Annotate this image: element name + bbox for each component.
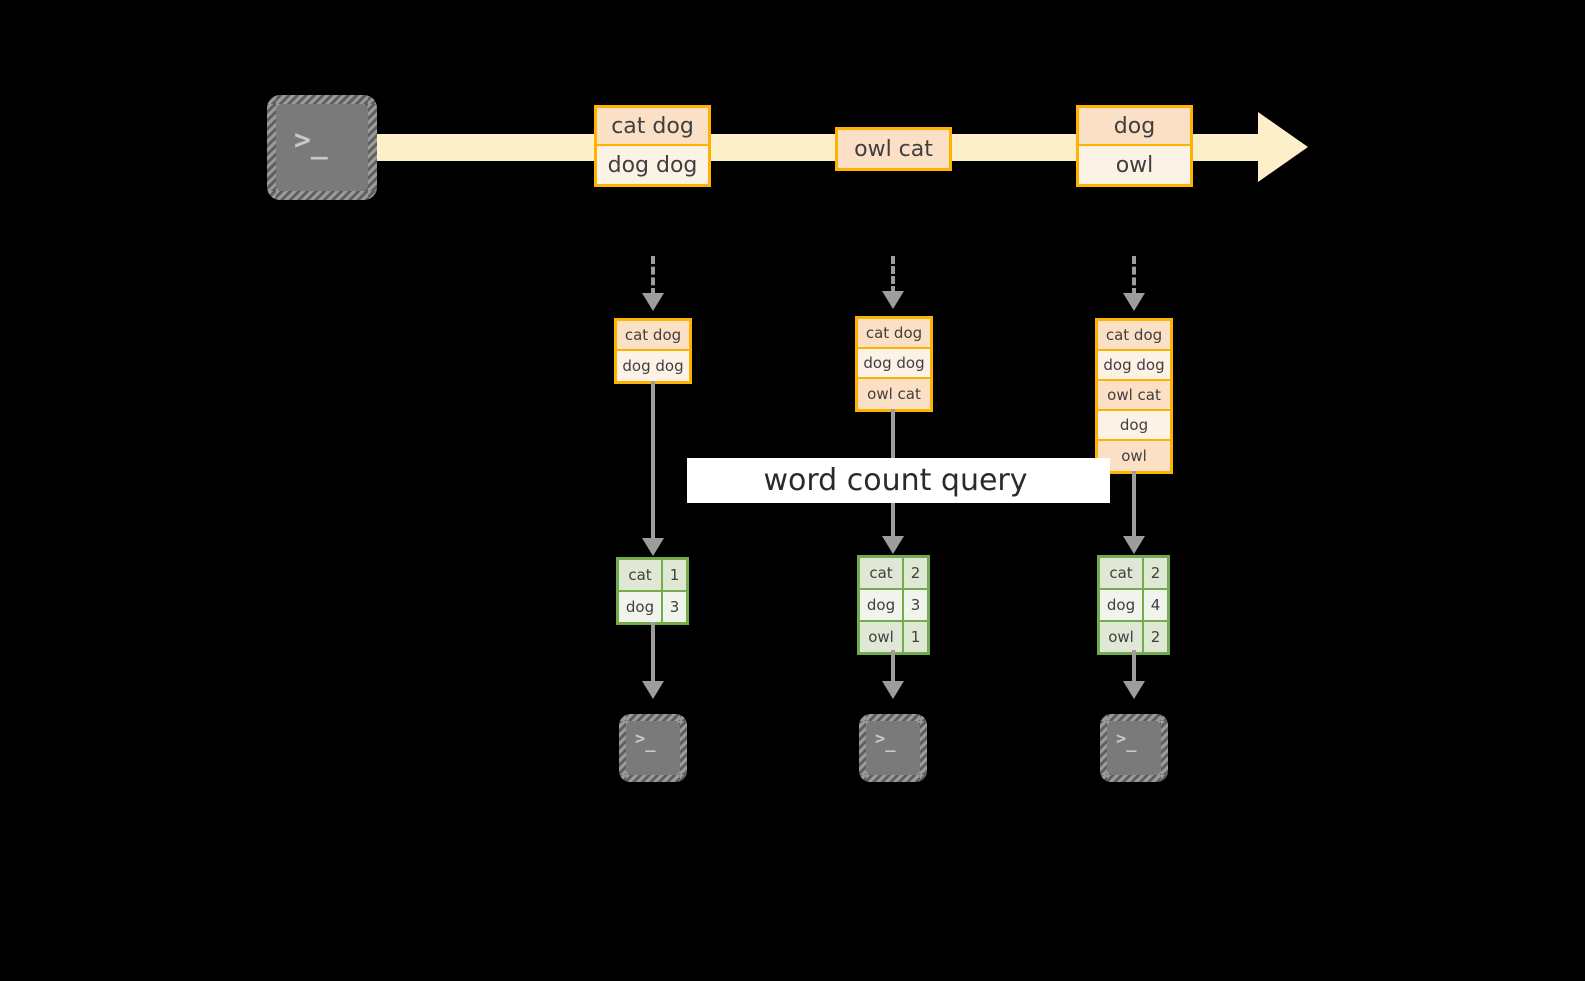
- count-cell: 4: [1144, 590, 1167, 620]
- table-row: cat 1: [619, 560, 686, 592]
- batch-line: cat dog: [858, 319, 930, 349]
- word-cell: dog: [619, 592, 663, 622]
- stream-record-1: cat dog dog dog: [594, 105, 711, 187]
- batch-line: owl cat: [858, 379, 930, 409]
- batch-box-1: cat dog dog dog: [614, 318, 692, 384]
- batch-box-2: cat dog dog dog owl cat: [855, 316, 933, 412]
- stream-record-line: owl cat: [838, 130, 949, 168]
- batch-line: dog dog: [617, 351, 689, 381]
- table-row: dog 3: [619, 592, 686, 622]
- word-cell: owl: [860, 622, 904, 652]
- stream-arrow-head-icon: [1258, 112, 1308, 182]
- dashed-connector-3: [1132, 256, 1136, 296]
- sink-connector-3: [1132, 650, 1136, 684]
- terminal-prompt-glyph: >_: [294, 123, 328, 160]
- word-cell: dog: [860, 590, 904, 620]
- query-label-text: word count query: [763, 463, 1028, 498]
- batch-line: owl: [1098, 441, 1170, 471]
- sink-arrow-head-3-icon: [1123, 681, 1145, 699]
- count-cell: 3: [904, 590, 927, 620]
- count-cell: 2: [1144, 558, 1167, 588]
- count-cell: 2: [904, 558, 927, 588]
- query-arrow-head-1-icon: [642, 538, 664, 556]
- batch-line: dog dog: [858, 349, 930, 379]
- count-table-1: cat 1 dog 3: [616, 557, 689, 625]
- sink-connector-1: [651, 622, 655, 684]
- count-cell: 1: [904, 622, 927, 652]
- table-row: cat 2: [860, 558, 927, 590]
- count-table-3: cat 2 dog 4 owl 2: [1097, 555, 1170, 655]
- batch-line: dog dog: [1098, 351, 1170, 381]
- table-row: owl 1: [860, 622, 927, 652]
- batch-box-3: cat dog dog dog owl cat dog owl: [1095, 318, 1173, 474]
- terminal-prompt-glyph: >_: [635, 729, 656, 753]
- terminal-screen: >_: [626, 721, 680, 775]
- word-cell: dog: [1100, 590, 1144, 620]
- dashed-arrow-head-1-icon: [642, 293, 664, 311]
- batch-line: cat dog: [617, 321, 689, 351]
- batch-line: cat dog: [1098, 321, 1170, 351]
- stream-record-line: dog: [1079, 108, 1190, 146]
- sink-arrow-head-1-icon: [642, 681, 664, 699]
- count-cell: 2: [1144, 622, 1167, 652]
- sink-terminal-icon-3: >_: [1100, 714, 1168, 782]
- count-cell: 1: [663, 560, 686, 590]
- query-label-banner: word count query: [687, 458, 1110, 503]
- stream-record-3: dog owl: [1076, 105, 1193, 187]
- dashed-connector-2: [891, 256, 895, 294]
- sink-terminal-icon-1: >_: [619, 714, 687, 782]
- query-connector-3: [1132, 471, 1136, 539]
- query-arrow-head-2-icon: [882, 536, 904, 554]
- table-row: dog 4: [1100, 590, 1167, 622]
- sink-terminal-icon-2: >_: [859, 714, 927, 782]
- terminal-screen: >_: [866, 721, 920, 775]
- dashed-arrow-head-2-icon: [882, 291, 904, 309]
- table-row: owl 2: [1100, 622, 1167, 652]
- batch-line: owl cat: [1098, 381, 1170, 411]
- word-cell: cat: [860, 558, 904, 588]
- table-row: dog 3: [860, 590, 927, 622]
- query-arrow-head-3-icon: [1123, 536, 1145, 554]
- stream-record-2: owl cat: [835, 127, 952, 171]
- dashed-connector-1: [651, 256, 655, 296]
- terminal-prompt-glyph: >_: [1116, 729, 1137, 753]
- sink-connector-2: [891, 650, 895, 684]
- table-row: cat 2: [1100, 558, 1167, 590]
- batch-line: dog: [1098, 411, 1170, 441]
- sink-arrow-head-2-icon: [882, 681, 904, 699]
- word-cell: cat: [619, 560, 663, 590]
- query-connector-1: [651, 381, 655, 541]
- word-cell: owl: [1100, 622, 1144, 652]
- stream-record-line: owl: [1079, 146, 1190, 184]
- count-cell: 3: [663, 592, 686, 622]
- stream-record-line: cat dog: [597, 108, 708, 146]
- word-cell: cat: [1100, 558, 1144, 588]
- terminal-screen: >_: [1107, 721, 1161, 775]
- source-terminal-icon: >_: [267, 95, 377, 200]
- stream-record-line: dog dog: [597, 146, 708, 184]
- terminal-screen: >_: [276, 104, 368, 191]
- count-table-2: cat 2 dog 3 owl 1: [857, 555, 930, 655]
- terminal-prompt-glyph: >_: [875, 729, 896, 753]
- dashed-arrow-head-3-icon: [1123, 293, 1145, 311]
